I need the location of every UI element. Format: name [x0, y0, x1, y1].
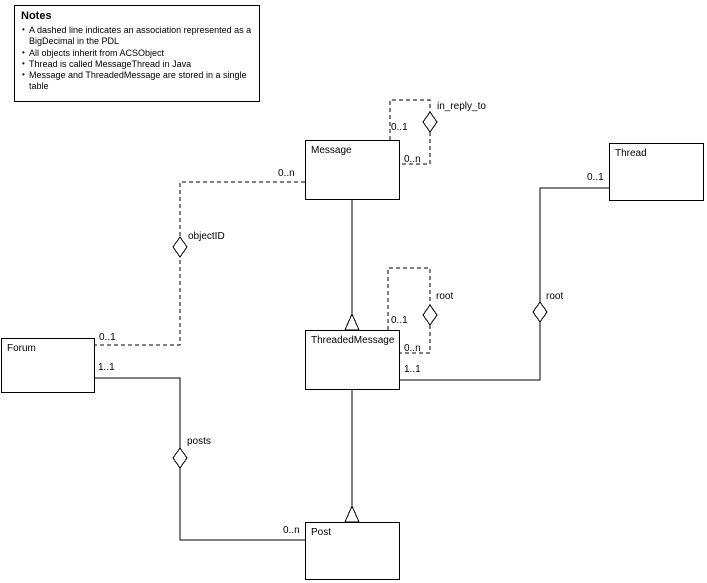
entity-thread: Thread [609, 143, 704, 201]
entity-message: Message [305, 140, 400, 200]
multiplicity-root-self-near: 0..1 [391, 315, 408, 326]
association-name-objectid: objectID [188, 231, 225, 242]
notes-panel: Notes A dashed line indicates an associa… [14, 5, 260, 102]
association-line-root-thread [400, 187, 609, 381]
entity-forum-label: Forum [7, 343, 36, 354]
association-line-posts [95, 377, 305, 541]
entity-forum: Forum [1, 338, 95, 393]
association-line-in-reply-to [389, 99, 431, 165]
entity-post-label: Post [311, 527, 332, 538]
aggregation-diamond-objectid [172, 236, 188, 258]
note-item: All objects inherit from ACSObject [21, 48, 253, 59]
entity-post: Post [305, 522, 400, 580]
multiplicity-root-thread-side: 0..1 [587, 172, 604, 183]
multiplicity-in-reply-to-near: 0..1 [391, 122, 408, 133]
inheritance-triangle-threadedmessage [344, 312, 360, 331]
note-item: Thread is called MessageThread in Java [21, 59, 253, 70]
association-line-objectid [95, 181, 305, 346]
entity-thread-label: Thread [615, 148, 647, 159]
multiplicity-in-reply-to-far: 0..n [404, 154, 421, 165]
association-name-posts: posts [187, 436, 211, 447]
entity-threadedmessage: ThreadedMessage [305, 330, 400, 390]
association-name-in-reply-to: in_reply_to [437, 101, 486, 112]
note-item: Message and ThreadedMessage are stored i… [21, 70, 253, 93]
inheritance-triangle-post [344, 504, 360, 523]
association-line-root-self [387, 267, 431, 354]
association-name-root-thread: root [546, 291, 564, 302]
note-item: A dashed line indicates an association r… [21, 25, 253, 48]
aggregation-diamond-root-thread [532, 301, 548, 323]
multiplicity-objectid-forum: 0..1 [99, 332, 116, 343]
aggregation-diamond-posts [172, 447, 188, 469]
aggregation-diamond-in-reply-to [422, 111, 438, 133]
entity-message-label: Message [311, 145, 352, 156]
multiplicity-posts-forum: 1..1 [98, 362, 115, 373]
notes-list: A dashed line indicates an association r… [21, 25, 253, 93]
multiplicity-posts-post: 0..n [283, 525, 300, 536]
aggregation-diamond-root-self [422, 304, 438, 326]
entity-threadedmessage-label: ThreadedMessage [311, 335, 395, 346]
association-name-root-self: root [436, 291, 454, 302]
multiplicity-root-threadedmessage-side: 1..1 [404, 364, 421, 375]
multiplicity-objectid-message: 0..n [278, 168, 295, 179]
multiplicity-root-self-far: 0..n [404, 343, 421, 354]
notes-title: Notes [21, 10, 52, 22]
